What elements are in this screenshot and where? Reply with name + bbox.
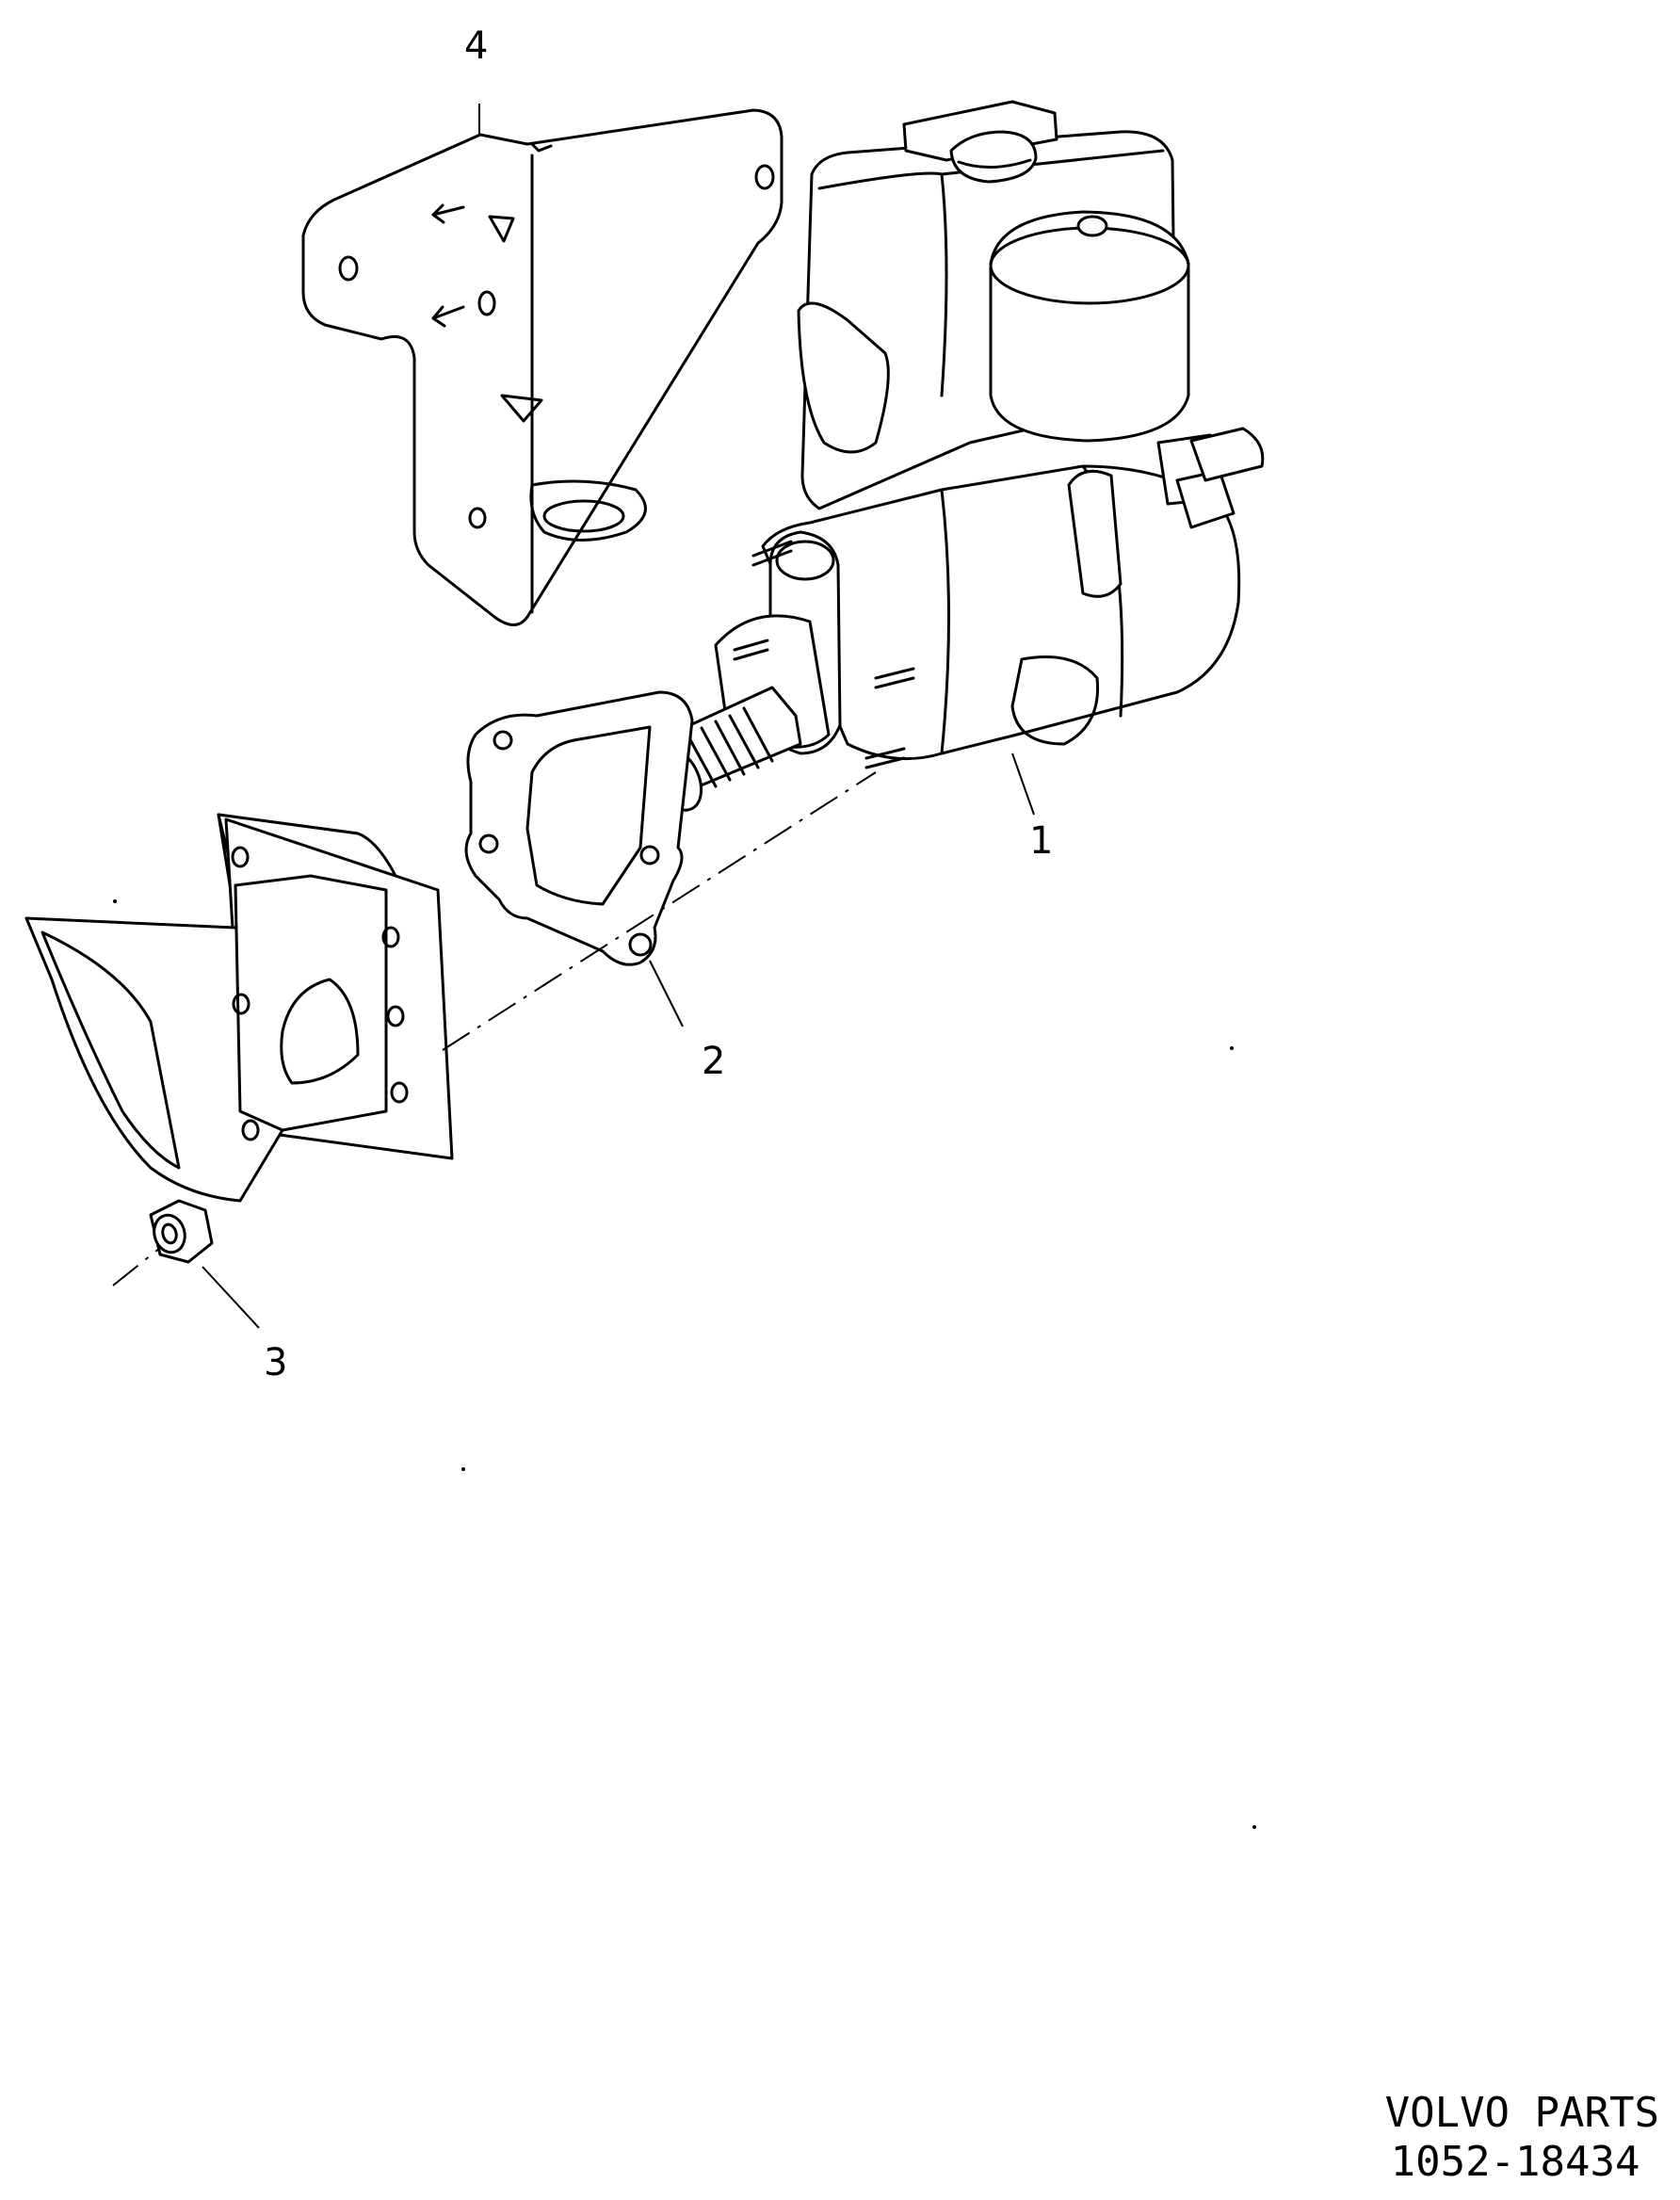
nut-axis-line: [112, 1247, 161, 1286]
stud-axis-line: [442, 771, 877, 1051]
callout-1: 1: [1029, 819, 1053, 863]
master-cylinder-part-1: [535, 100, 1265, 878]
footer-brand: VOLVO PARTS: [1384, 2089, 1659, 2137]
speck: [1252, 1825, 1256, 1829]
callout-4: 4: [464, 24, 488, 68]
speck: [1230, 1046, 1234, 1050]
gasket-part-2: [464, 690, 694, 1027]
speck: [113, 899, 117, 903]
footer-block: VOLVO PARTS 1052-18434: [1385, 2089, 1659, 2187]
footer-code: 1052-18434: [1390, 2138, 1640, 2186]
firewall-mount: [24, 813, 454, 1203]
nut-part-3: [149, 1199, 260, 1329]
speck: [461, 1467, 465, 1471]
callout-3: 3: [264, 1341, 287, 1384]
callout-2: 2: [702, 1040, 725, 1083]
bracket-part-4: [301, 104, 783, 626]
